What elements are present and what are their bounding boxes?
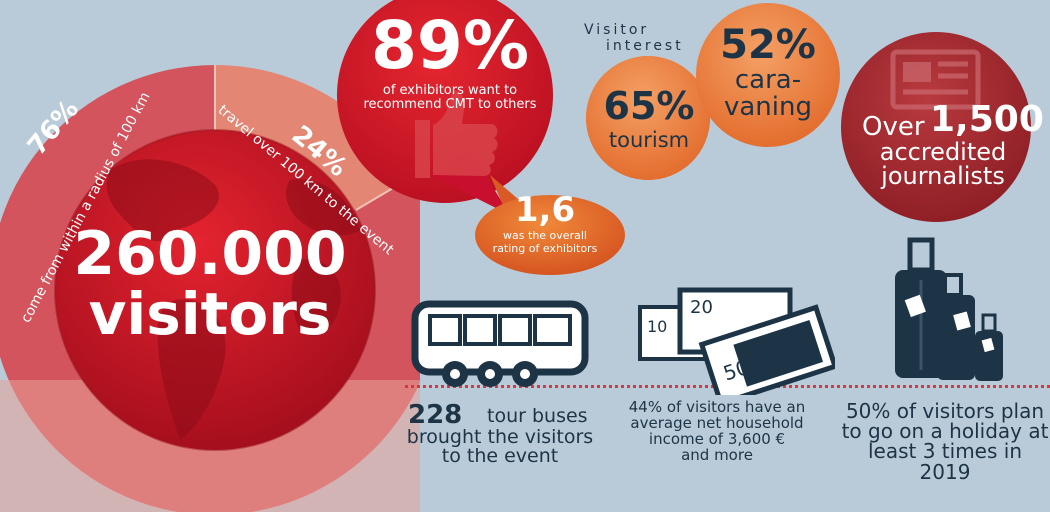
rating-bubble bbox=[475, 175, 625, 275]
tourism-label: tourism bbox=[608, 128, 690, 152]
caravanning-bubble bbox=[696, 3, 840, 147]
recommend-percent: 89% bbox=[371, 7, 529, 84]
income-text-line2: average net household bbox=[630, 414, 804, 432]
income-text-line4: and more bbox=[681, 446, 753, 464]
caravanning-percent: 52% bbox=[720, 22, 816, 68]
journalists-label-line2: journalists bbox=[881, 162, 1005, 190]
journalists-number: 1,500 bbox=[930, 99, 1044, 140]
total-visitors-label: visitors bbox=[88, 280, 332, 348]
tourism-bubble bbox=[586, 56, 710, 180]
recommend-text-line2: recommend CMT to others bbox=[363, 97, 537, 112]
rating-value: 1,6 bbox=[514, 190, 576, 230]
thumbs-up-icon bbox=[415, 90, 498, 178]
holiday-text-line1: 50% of visitors plan bbox=[845, 399, 1045, 423]
newspaper-icon bbox=[890, 49, 981, 110]
buses-text-line1: tour buses bbox=[487, 405, 588, 427]
buses-text-line3: to the event bbox=[441, 445, 559, 467]
note-10-label: 10 bbox=[647, 317, 667, 336]
income-text-line3: income of 3,600 € bbox=[648, 430, 786, 448]
exhibitors-bubble bbox=[337, 0, 553, 215]
banknotes-icon: 50 10 20 bbox=[638, 287, 835, 395]
luggage-icon bbox=[895, 237, 1003, 381]
income-text-line1: 44% of visitors have an bbox=[628, 398, 806, 416]
interest-title-line1: Visitor bbox=[584, 22, 650, 38]
world-map-icon bbox=[106, 159, 360, 440]
tourism-percent: 65% bbox=[603, 84, 695, 128]
buses-text-line2: brought the visitors bbox=[406, 426, 594, 448]
journalists-bubble bbox=[841, 32, 1031, 222]
caravanning-label-line2: vaning bbox=[723, 92, 812, 122]
note-20-label: 20 bbox=[690, 297, 713, 318]
caravanning-label-line1: cara- bbox=[734, 65, 802, 95]
journalists-prefix: Over bbox=[862, 112, 925, 142]
buses-number: 228 bbox=[408, 400, 463, 430]
recommend-text-line1: of exhibitors want to bbox=[382, 83, 518, 98]
rating-text-line1: was the overall bbox=[503, 229, 587, 242]
bus-icon bbox=[411, 300, 589, 387]
journalists-label-line1: accredited bbox=[879, 138, 1007, 166]
total-visitors-number: 260.000 bbox=[73, 219, 347, 289]
holiday-text-line3: least 3 times in 2019 bbox=[867, 439, 1022, 484]
holiday-text-line2: to go on a holiday at bbox=[841, 419, 1049, 443]
interest-title-line2: interest bbox=[606, 38, 684, 54]
rating-text-line2: rating of exhibitors bbox=[492, 242, 598, 255]
